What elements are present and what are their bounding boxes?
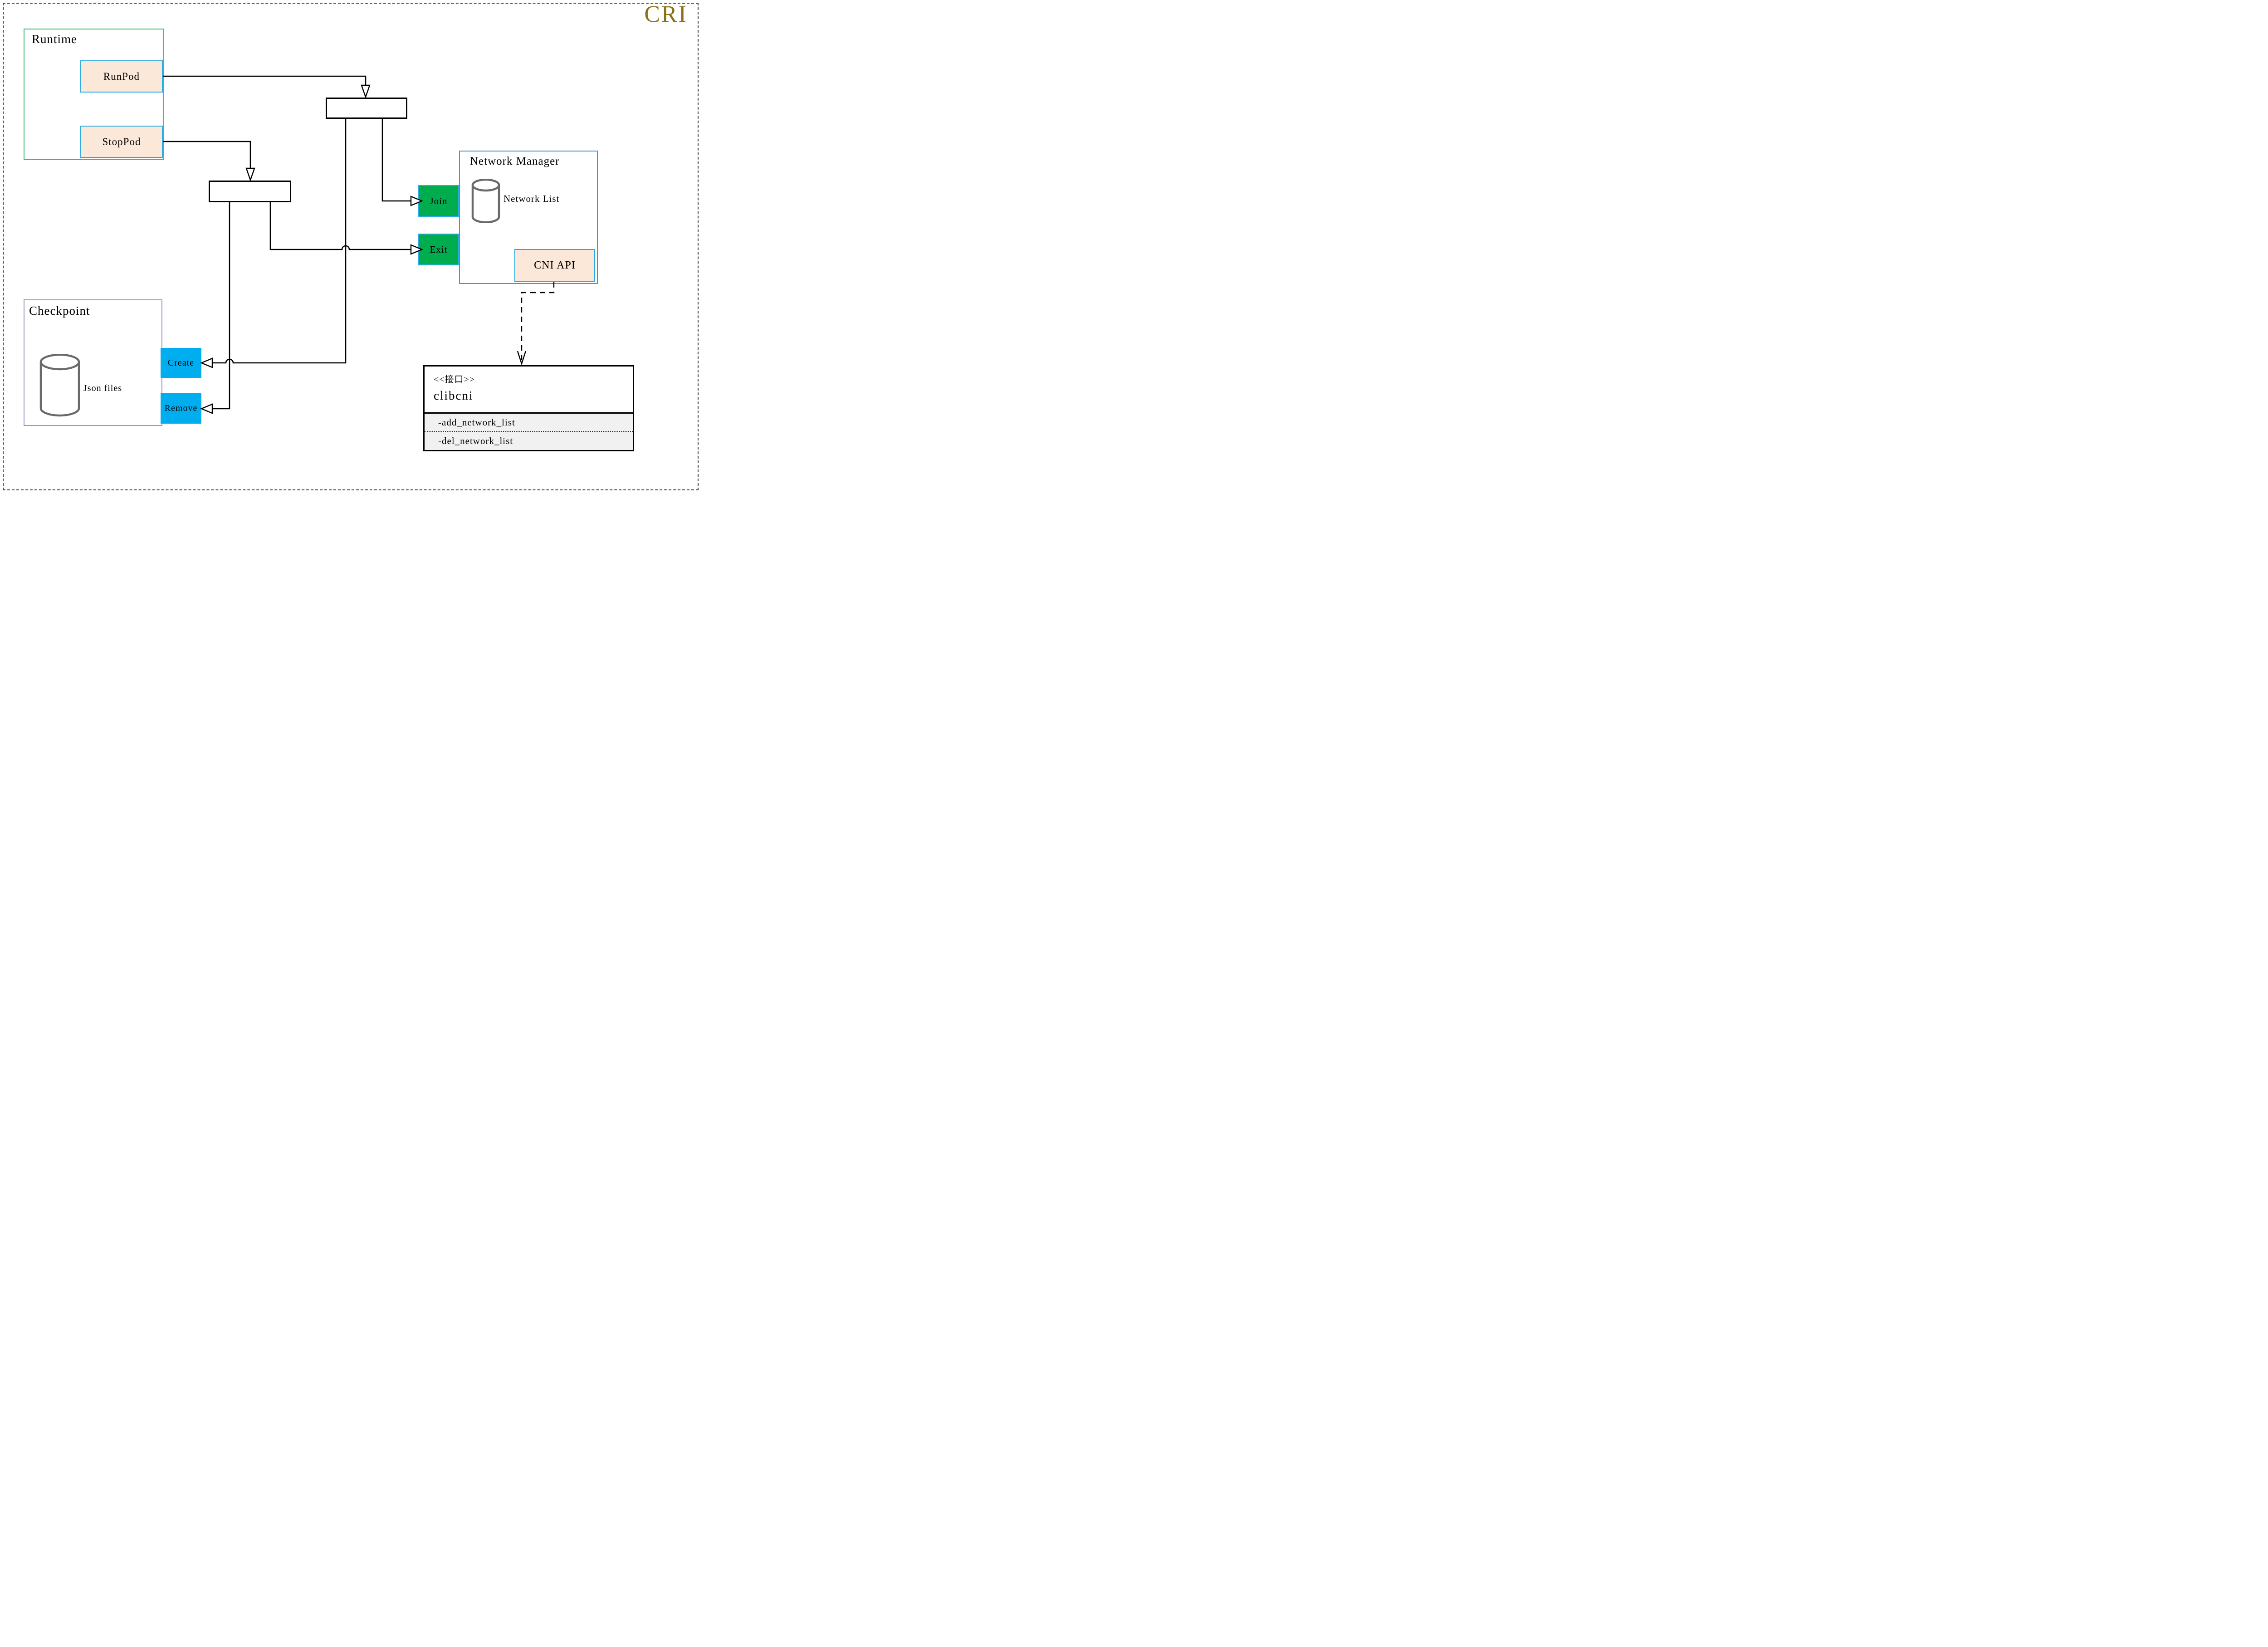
create-node: Create [161, 348, 201, 378]
runtime-label: Runtime [32, 32, 77, 46]
arrowhead-open-clibcni [517, 351, 527, 366]
stoppod-junction-box [209, 181, 291, 202]
wire-stoppod-to-junction2 [163, 141, 251, 168]
clibcni-interface-class: <<接口>> clibcni -add_network_list -del_ne… [423, 365, 634, 451]
arrowhead-down-junction2 [245, 167, 255, 182]
cri-architecture-diagram: CRI Runtime RunPod StopPod Network Manag… [0, 0, 701, 493]
remove-node: Remove [161, 393, 201, 424]
clibcni-name: clibcni [434, 389, 474, 402]
join-node: Join [418, 185, 459, 217]
clibcni-stereotype: <<接口>> [434, 375, 475, 385]
checkpoint-label: Checkpoint [29, 304, 90, 318]
arrowhead-down-junction1 [361, 84, 371, 99]
arrowhead-left-create [200, 357, 213, 368]
clibcni-methods-compartment: -add_network_list -del_network_list [425, 414, 633, 450]
json-files-label: Json files [83, 383, 122, 393]
network-list-database-icon [471, 179, 500, 223]
network-manager-label: Network Manager [470, 155, 560, 167]
json-files-database-icon [39, 354, 80, 417]
runpod-node: RunPod [80, 60, 163, 93]
diagram-title: CRI [644, 1, 688, 27]
clibcni-header: <<接口>> clibcni [425, 367, 633, 414]
network-list-label: Network List [503, 193, 560, 204]
cni-api-node: CNI API [514, 249, 595, 282]
clibcni-method-del: -del_network_list [438, 435, 513, 446]
stoppod-node: StopPod [80, 126, 163, 158]
wire-junction2-to-exit [269, 202, 411, 250]
arrowhead-left-remove [200, 403, 213, 414]
wire-junction1-to-join [381, 119, 411, 202]
wire-junction1-to-create [212, 119, 347, 364]
wire-runpod-to-junction1 [163, 75, 367, 85]
clibcni-method-add: -add_network_list [425, 414, 633, 432]
runpod-junction-box [326, 98, 407, 119]
wire-cniapi-to-clibcni [521, 282, 555, 362]
wire-junction2-to-remove [212, 202, 230, 410]
exit-node: Exit [418, 234, 459, 265]
